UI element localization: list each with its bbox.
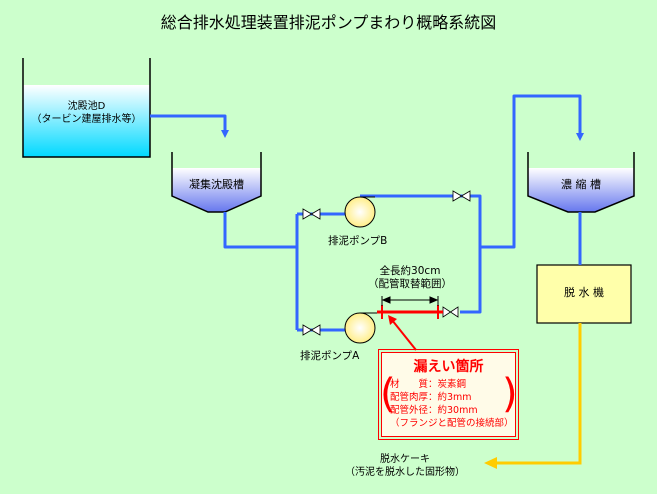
- output-note: （汚泥を脱水した固形物）: [345, 466, 465, 478]
- dimension-label: 全長約30cm （配管取替範囲）: [360, 265, 460, 291]
- dehydrator-label: 脱 水 機: [564, 286, 604, 299]
- pond-note: （タービン建屋排水等）: [31, 113, 142, 125]
- valve-icon: [302, 324, 321, 336]
- leak-paren-left: (: [380, 371, 396, 417]
- pump-b-icon: [344, 196, 376, 228]
- leak-details: 材 質：炭素鋼 配管肉厚：約3mm 配管外径：約30mm （フランジと配管の接続…: [390, 378, 514, 430]
- pump-b-label: 排泥ポンプB: [328, 235, 388, 247]
- output-name: 脱水ケーキ: [380, 454, 430, 465]
- leak-thickness: 配管肉厚：約3mm: [390, 392, 472, 403]
- pump-a-label: 排泥ポンプA: [300, 350, 360, 362]
- coag-tank-label: 凝集沈殿槽: [189, 178, 244, 191]
- valve-icon: [302, 208, 321, 220]
- sedimentation-pond: [22, 58, 151, 158]
- cake-pipe: [484, 323, 582, 469]
- pipe-network: [150, 94, 584, 332]
- leak-title: 漏えい箇所: [413, 359, 484, 375]
- coagulation-tank: [171, 152, 262, 213]
- leak-pipe-section: [377, 305, 443, 319]
- valve-icon: [442, 306, 459, 318]
- output-label: 脱水ケーキ （汚泥を脱水した固形物）: [330, 454, 480, 479]
- pond-name: 沈殿池D: [67, 101, 106, 112]
- dimension-arrow: [381, 296, 439, 306]
- pump-a-icon: [344, 312, 377, 344]
- sedimentation-pond-label: 沈殿池D （タービン建屋排水等）: [23, 101, 150, 126]
- dimension-length: 全長約30cm: [379, 265, 441, 277]
- dehydrator: [536, 264, 632, 324]
- dimension-note: （配管取替範囲）: [368, 278, 452, 291]
- leak-callout: 漏えい箇所 ( 材 質：炭素鋼 配管肉厚：約3mm 配管外径：約30mm （フラ…: [378, 349, 519, 440]
- leak-location: （フランジと配管の接続部）: [390, 418, 514, 429]
- thickener-label: 濃 縮 槽: [561, 178, 601, 191]
- leak-material: 材 質：炭素鋼: [390, 379, 467, 390]
- leak-paren-right: ): [502, 371, 518, 417]
- leak-diameter: 配管外径：約30mm: [390, 405, 478, 416]
- valve-icon: [452, 190, 471, 202]
- leak-pointer-arrow: [388, 315, 417, 351]
- diagram-title: 総合排水処理装置排泥ポンプまわり概略系統図: [160, 13, 497, 32]
